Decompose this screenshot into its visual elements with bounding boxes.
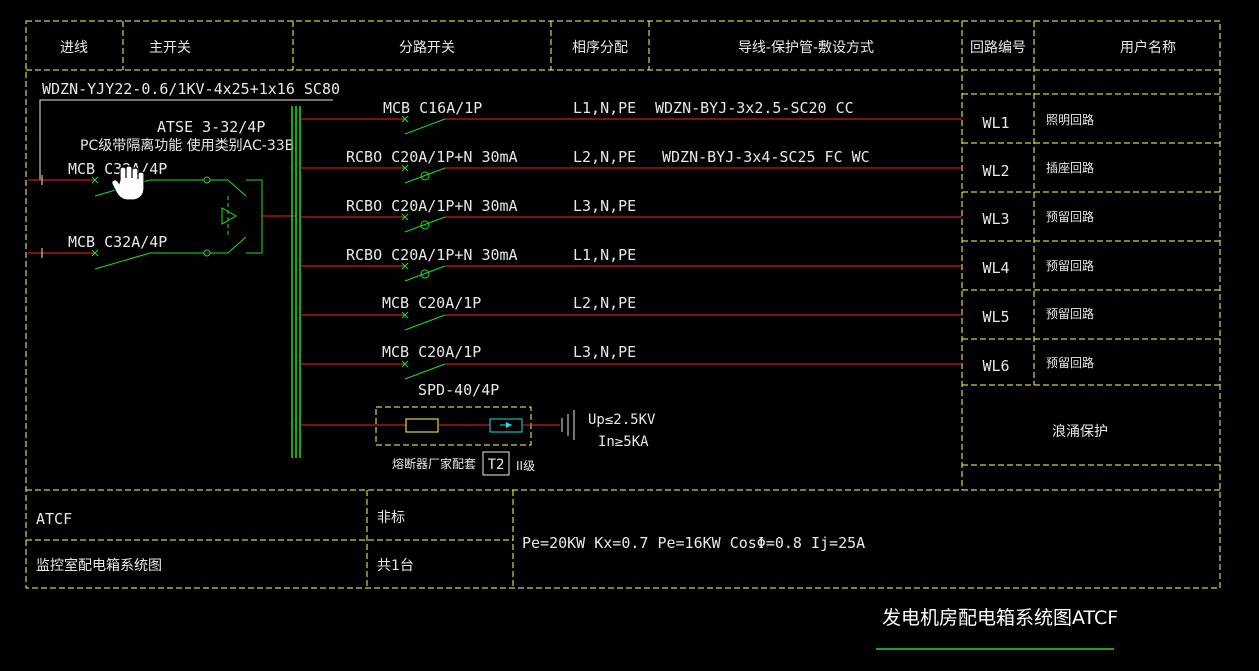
circuit-number: WL5: [982, 308, 1009, 326]
main-breaker-1-label: MCB C32A/4P: [68, 160, 167, 178]
branch-phase-label: L1,N,PE: [573, 99, 636, 117]
circuit-user: 预留回路: [1046, 355, 1094, 370]
branch-wl6: MCB C20A/1P L3,N,PE WL6 预留回路: [300, 343, 1094, 380]
branch-switch-label: MCB C16A/1P: [383, 99, 482, 117]
fuse-symbol: [405, 418, 439, 433]
main-breaker-2-label: MCB C32A/4P: [68, 233, 167, 251]
drawing-title-block: 发电机房配电箱系统图ATCF: [876, 607, 1118, 650]
circuit-number: WL6: [982, 357, 1009, 375]
circuit-user: 照明回路: [1046, 112, 1094, 127]
branch-switch-label: MCB C20A/1P: [382, 294, 481, 312]
main-breaker-2-contact: [94, 252, 151, 270]
incoming-section: WDZN-YJY22-0.6/1KV-4x25+1x16 SC80 ATSE 3…: [28, 80, 340, 270]
spd-user-label: 浪涌保护: [1052, 424, 1108, 440]
circuit-user: 预留回路: [1046, 258, 1094, 273]
branch-wl5: MCB C20A/1P L2,N,PE WL5 预留回路: [300, 294, 1094, 331]
header-user-name: 用户名称: [1120, 39, 1176, 56]
branch-wl3: RCBO C20A/1P+N 30mA L3,N,PE WL3 预留回路: [300, 197, 1094, 233]
incoming-leader-line: [39, 99, 333, 180]
branch-switch-label: RCBO C20A/1P+N 30mA: [346, 148, 518, 166]
class-box-label: T2: [488, 457, 505, 473]
branch-wl1: MCB C16A/1P L1,N,PE WDZN-BYJ-3x2.5-SC20 …: [300, 99, 1094, 135]
header-wiring: 导线-保护管-敷设方式: [738, 40, 874, 56]
branch-wl2: RCBO C20A/1P+N 30mA L2,N,PE WDZN-BYJ-3x4…: [300, 148, 1094, 184]
fuse-vendor-note: 熔断器厂家配套: [392, 456, 476, 471]
circuit-user: 预留回路: [1046, 306, 1094, 321]
box-quantity: 共1台: [377, 558, 414, 574]
table-header: 进线 主开关 分路开关 相序分配 导线-保护管-敷设方式 回路编号 用户名称: [60, 39, 1176, 56]
atse-label: ATSE 3-32/4P: [157, 118, 265, 136]
circuit-user: 预留回路: [1046, 209, 1094, 224]
circuit-number: WL4: [982, 259, 1009, 277]
branch-phase-label: L2,N,PE: [573, 148, 636, 166]
circuit-number: WL3: [982, 210, 1009, 228]
branch-circuits: MCB C16A/1P L1,N,PE WDZN-BYJ-3x2.5-SC20 …: [300, 99, 1094, 380]
branch-phase-label: L2,N,PE: [573, 294, 636, 312]
spd-section: SPD-40/4P Up≤2.5KV In≥5KA 熔断器厂家配套 T2 II级…: [300, 381, 1108, 476]
branch-switch-label: MCB C20A/1P: [382, 343, 481, 361]
branch-phase-label: L3,N,PE: [573, 197, 636, 215]
header-incoming: 进线: [60, 40, 88, 56]
header-phase: 相序分配: [572, 40, 628, 56]
atse-note: PC级带隔离功能 使用类别AC-33B: [80, 137, 294, 154]
branch-switch-label: RCBO C20A/1P+N 30mA: [346, 246, 518, 264]
class-level: II级: [516, 459, 535, 473]
class-box: [482, 451, 510, 476]
branch-wiring-label: WDZN-BYJ-3x4-SC25 FC WC: [662, 148, 870, 166]
drawing-title: 发电机房配电箱系统图ATCF: [882, 607, 1118, 629]
branch-switch-label: RCBO C20A/1P+N 30mA: [346, 197, 518, 215]
footer-table: ATCF 非标 监控室配电箱系统图 共1台 Pe=20KW Kx=0.7 Pe=…: [36, 510, 865, 574]
hand-cursor-icon: [111, 165, 145, 201]
branch-wiring-label: WDZN-BYJ-3x2.5-SC20 CC: [655, 99, 854, 117]
branch-phase-label: L1,N,PE: [573, 246, 636, 264]
incoming-cable-label: WDZN-YJY22-0.6/1KV-4x25+1x16 SC80: [42, 80, 340, 98]
spd-label: SPD-40/4P: [418, 381, 499, 399]
branch-wl4: RCBO C20A/1P+N 30mA L1,N,PE WL4 预留回路: [300, 246, 1094, 282]
busbar: [291, 106, 301, 458]
spd-in-rating: In≥5KA: [598, 434, 649, 450]
box-type: 非标: [377, 510, 405, 526]
header-branch-switch: 分路开关: [399, 40, 455, 56]
frame-grid: [25, 20, 1221, 589]
circuit-user: 插座回路: [1046, 160, 1094, 175]
circuit-number: WL2: [982, 162, 1009, 180]
box-code: ATCF: [36, 510, 72, 528]
header-main-switch: 主开关: [149, 40, 191, 56]
load-parameters: Pe=20KW Kx=0.7 Pe=16KW CosΦ=0.8 Ij=25A: [522, 534, 865, 552]
box-description: 监控室配电箱系统图: [36, 557, 162, 574]
atse-symbol: [210, 179, 296, 254]
header-circuit-no: 回路编号: [970, 40, 1026, 56]
branch-phase-label: L3,N,PE: [573, 343, 636, 361]
spd-up-rating: Up≤2.5KV: [588, 412, 656, 428]
spd-dashed-box: [375, 406, 532, 446]
circuit-number: WL1: [982, 114, 1009, 132]
